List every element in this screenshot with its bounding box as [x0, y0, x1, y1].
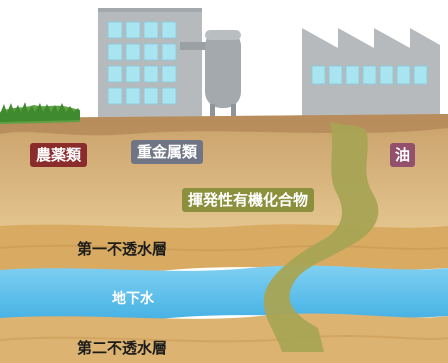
storage-tank-icon — [180, 30, 241, 118]
second-aquitard-label: 第二不透水層 — [77, 339, 168, 357]
pesticides-label: 農薬類 — [30, 143, 88, 167]
oil-label: 油 — [390, 143, 416, 167]
groundwater-label: 地下水 — [112, 291, 154, 307]
heavy-metals-label: 重金属類 — [131, 140, 204, 164]
factory-icon — [302, 28, 440, 120]
volatile-organics-label: 揮発性有機化合物 — [182, 188, 315, 212]
office-building-icon — [98, 8, 202, 120]
first-aquitard-label: 第一不透水層 — [77, 240, 168, 258]
grass-icon — [0, 102, 80, 124]
